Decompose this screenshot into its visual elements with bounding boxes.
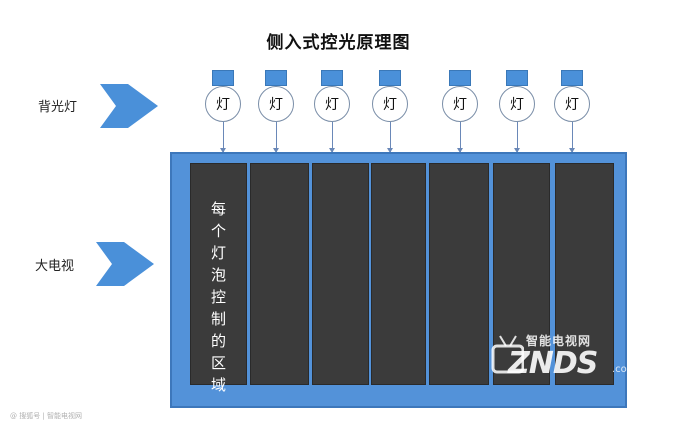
bulb-base [212,70,234,86]
bulb-base [379,70,401,86]
zone-5 [429,163,489,385]
zone-caption-char: 灯 [210,244,226,262]
watermark-top-text: 智能电视网 [526,334,592,348]
zone-caption-char: 的 [210,332,226,350]
connector-arrowhead [569,148,575,153]
zone-4 [371,163,426,385]
bulb-base [506,70,528,86]
bulb-label: 灯 [205,86,241,122]
watermark-logo-text: ZNDS [508,346,598,381]
connector-arrowhead [457,148,463,153]
connector-line [390,122,391,152]
bulb-icon: 灯 [372,70,408,130]
watermark-suffix: .com [612,364,637,375]
connector-line [332,122,333,152]
backlight-label: 背光灯 [38,100,78,115]
bulb-icon: 灯 [314,70,350,130]
zone-caption-char: 控 [210,288,226,306]
connector-line [517,122,518,152]
bulb-icon: 灯 [442,70,478,130]
bulb-label: 灯 [258,86,294,122]
connector-arrowhead [514,148,520,153]
bulb-label: 灯 [314,86,350,122]
zone-caption-char: 区 [210,354,226,372]
watermark: 智能电视网 ZNDS .com [486,326,637,386]
bulb-label: 灯 [372,86,408,122]
zone-3 [312,163,369,385]
backlight-arrow-icon [100,84,158,128]
connector-line [223,122,224,152]
zone-caption-char: 个 [210,222,226,240]
bulb-icon: 灯 [554,70,590,130]
bulb-base [265,70,287,86]
bulb-base [561,70,583,86]
bulb-base [321,70,343,86]
diagram-title: 侧入式控光原理图 [266,33,411,53]
tv-label: 大电视 [35,259,75,274]
bulb-icon: 灯 [205,70,241,130]
bulb-label: 灯 [499,86,535,122]
zone-caption-char: 制 [210,310,226,328]
tv-logo-icon [491,335,524,374]
connector-arrowhead [273,148,279,153]
connector-line [572,122,573,152]
connector-line [460,122,461,152]
connector-line [276,122,277,152]
bulb-label: 灯 [442,86,478,122]
bulb-icon: 灯 [258,70,294,130]
bulb-base [449,70,471,86]
zone-caption-char: 每 [210,200,226,218]
zone-caption-char: 泡 [210,266,226,284]
credit-text: @ 搜狐号 | 智能电视网 [10,412,83,420]
bulb-label: 灯 [554,86,590,122]
zone-caption: 每 个 灯 泡 控 制 的 区 域 [191,198,246,396]
zone-7 [555,163,614,385]
zone-1: 每 个 灯 泡 控 制 的 区 域 [190,163,247,394]
bulb-icon: 灯 [499,70,535,130]
zone-caption-char: 域 [210,376,226,394]
connector-arrowhead [387,148,393,153]
tv-arrow-icon [96,242,154,286]
connector-arrowhead [220,148,226,153]
zone-2 [250,163,309,385]
connector-arrowhead [329,148,335,153]
